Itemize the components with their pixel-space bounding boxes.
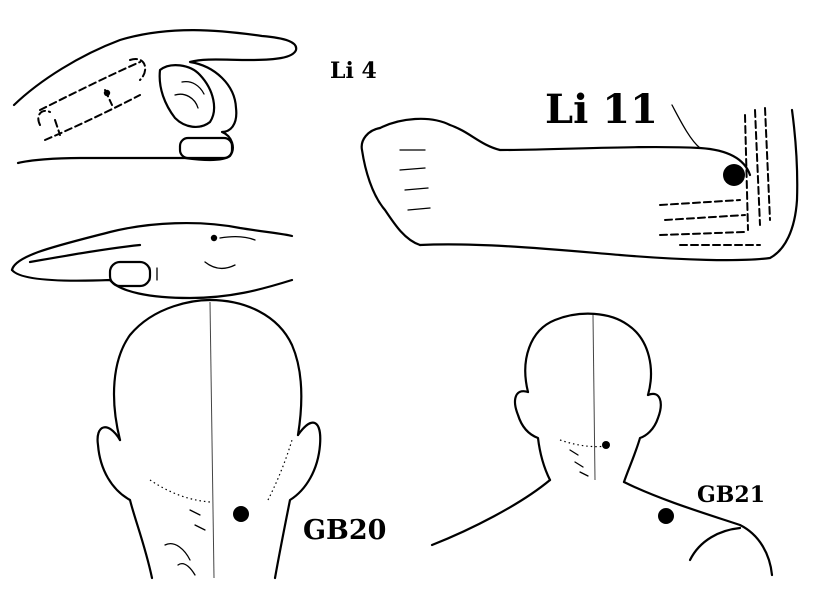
forearm-view (360, 104, 799, 262)
li4-point-marker-top (103, 89, 111, 97)
gb20-point-marker (233, 506, 249, 522)
gb20-label: GB20 (303, 515, 387, 546)
li11-label: Li 11 (545, 86, 658, 133)
head-back-view-left (96, 298, 322, 580)
gb20-reference-dot (602, 441, 610, 449)
gb21-label: GB21 (697, 482, 765, 508)
head-shoulders-view-right (430, 312, 774, 577)
hand-lower-view (10, 221, 294, 300)
li11-point-marker (723, 164, 745, 186)
gb21-point-marker (658, 508, 674, 524)
hand-side-view (12, 29, 298, 165)
li4-point-marker-lower (210, 234, 218, 242)
li4-label: Li 4 (330, 58, 377, 84)
